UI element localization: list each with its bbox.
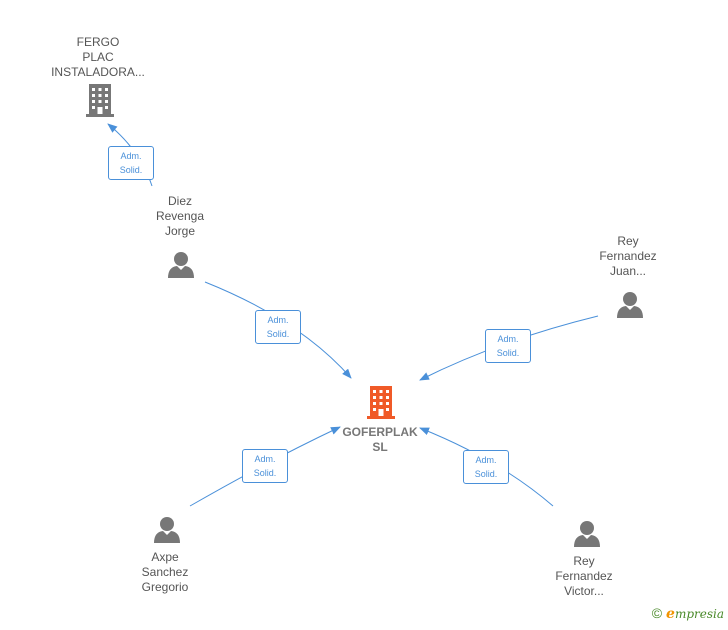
node-label-line: Fernandez	[555, 569, 613, 583]
node-label-line: Fernandez	[599, 249, 657, 263]
edge-label-reyvictor-center: Adm. Solid.	[463, 450, 509, 484]
node-label-line: Jorge	[164, 224, 196, 238]
brand-logo-e: e	[666, 606, 675, 622]
edge-label-diez-fergo: Adm. Solid.	[108, 146, 154, 180]
node-label-fergo[interactable]: FERGO PLAC INSTALADORA...	[48, 35, 148, 80]
node-label-line: Gregorio	[141, 580, 189, 594]
edge-label-line: Solid.	[474, 469, 498, 479]
node-label-line: Sanchez	[141, 565, 189, 579]
node-label-line: Juan...	[609, 264, 647, 278]
person-icon-diez[interactable]	[168, 252, 194, 278]
edge-label-line: Solid.	[253, 468, 277, 478]
edge-label-line: Adm.	[120, 151, 142, 161]
node-label-diez[interactable]: Diez Revenga Jorge	[140, 194, 220, 239]
node-label-line: INSTALADORA...	[51, 65, 145, 79]
node-label-rey-juan[interactable]: Rey Fernandez Juan...	[588, 234, 668, 279]
person-icon-axpe[interactable]	[154, 517, 180, 543]
edge-label-line: Solid.	[266, 329, 290, 339]
center-label-line: SL	[372, 440, 388, 454]
node-label-line: Rey	[617, 234, 639, 248]
edge-label-line: Adm.	[267, 315, 289, 325]
node-label-line: Axpe	[151, 550, 179, 564]
node-label-line: FERGO	[76, 35, 120, 49]
edge-label-axpe-center: Adm. Solid.	[242, 449, 288, 483]
building-icon[interactable]	[86, 84, 114, 117]
node-label-line: Rey	[573, 554, 595, 568]
edge-label-line: Solid.	[119, 165, 143, 175]
center-building-icon[interactable]	[367, 386, 395, 419]
edge-label-reyjuan-center: Adm. Solid.	[485, 329, 531, 363]
brand-logo-text: mpresia	[674, 607, 724, 621]
edge-label-line: Adm.	[475, 455, 497, 465]
empresia-footer[interactable]: ©empresia	[652, 605, 724, 622]
edge-label-line: Adm.	[254, 454, 276, 464]
node-label-line: Diez	[167, 194, 192, 208]
node-label-line: Victor...	[564, 584, 604, 598]
edge-label-line: Solid.	[496, 348, 520, 358]
edge-label-diez-center: Adm. Solid.	[255, 310, 301, 344]
edge-label-line: Adm.	[497, 334, 519, 344]
node-label-line: PLAC	[82, 50, 114, 64]
node-label-line: Revenga	[155, 209, 205, 223]
person-icon-rey-juan[interactable]	[617, 292, 643, 318]
copyright-symbol: ©	[651, 605, 663, 621]
node-label-rey-victor[interactable]: Rey Fernandez Victor...	[544, 554, 624, 599]
node-label-axpe[interactable]: Axpe Sanchez Gregorio	[125, 550, 205, 595]
center-node-label[interactable]: GOFERPLAK SL	[330, 425, 430, 455]
person-icon-rey-victor[interactable]	[574, 521, 600, 547]
center-label-line: GOFERPLAK	[342, 425, 418, 439]
